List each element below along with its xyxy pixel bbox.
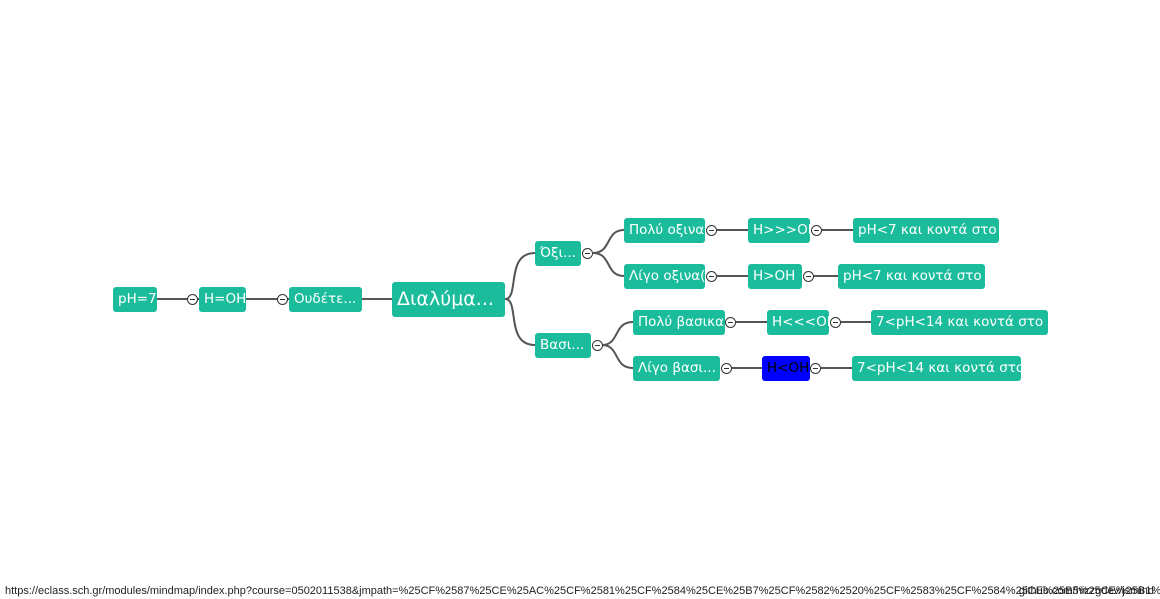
node-neutral[interactable]: Ουδέτε... [289,287,362,312]
line-basic-very [601,321,634,346]
node-little-acidic[interactable]: Λίγο οξινα( [624,264,705,289]
collapse-icon[interactable] [725,317,736,328]
line-acidic-little [592,252,625,277]
line-root-basic [504,298,536,346]
status-bar-url: https://eclass.sch.gr/modules/mindmap/in… [5,585,1160,597]
node-root[interactable]: Διαλύμα... [392,282,505,317]
node-ph-near-14[interactable]: 7<pH<14 και κοντά στο 14 [871,310,1048,335]
collapse-icon[interactable] [187,294,198,305]
collapse-icon[interactable] [706,271,717,282]
line-acidic-very [592,229,625,254]
collapse-icon[interactable] [810,363,821,374]
line-root-acidic [504,252,536,300]
collapse-icon[interactable] [592,340,603,351]
node-very-basic[interactable]: Πολύ βασικα [633,310,725,335]
node-ph-near-0[interactable]: pH<7 και κοντά στο 0 [853,218,999,243]
node-acidic[interactable]: Όξι... [535,241,581,266]
collapse-icon[interactable] [582,248,593,259]
collapse-icon[interactable] [830,317,841,328]
node-h-equals-oh[interactable]: H=OH [199,287,246,312]
node-ph-near-7-acid[interactable]: pH<7 και κοντά στο 7 [838,264,985,289]
collapse-icon[interactable] [811,225,822,236]
node-h-much-greater-oh[interactable]: H>>>OH [748,218,810,243]
powered-by-link[interactable]: github.com/hizzgdev/jsmind [1018,585,1154,597]
node-little-basic[interactable]: Λίγο βασι... [633,356,720,381]
node-h-greater-oh[interactable]: H>OH [748,264,802,289]
node-h-less-oh[interactable]: H<OH [762,356,810,381]
node-very-acidic[interactable]: Πολύ οξινα [624,218,705,243]
line-basic-little [601,344,634,369]
collapse-icon[interactable] [706,225,717,236]
node-ph7[interactable]: pH=7 [113,287,157,312]
collapse-icon[interactable] [277,294,288,305]
node-h-much-less-oh[interactable]: H<<<OH [767,310,829,335]
node-ph-near-7-base[interactable]: 7<pH<14 και κοντά στο 7 [852,356,1021,381]
collapse-icon[interactable] [803,271,814,282]
node-basic[interactable]: Βασι... [535,333,591,358]
collapse-icon[interactable] [721,363,732,374]
